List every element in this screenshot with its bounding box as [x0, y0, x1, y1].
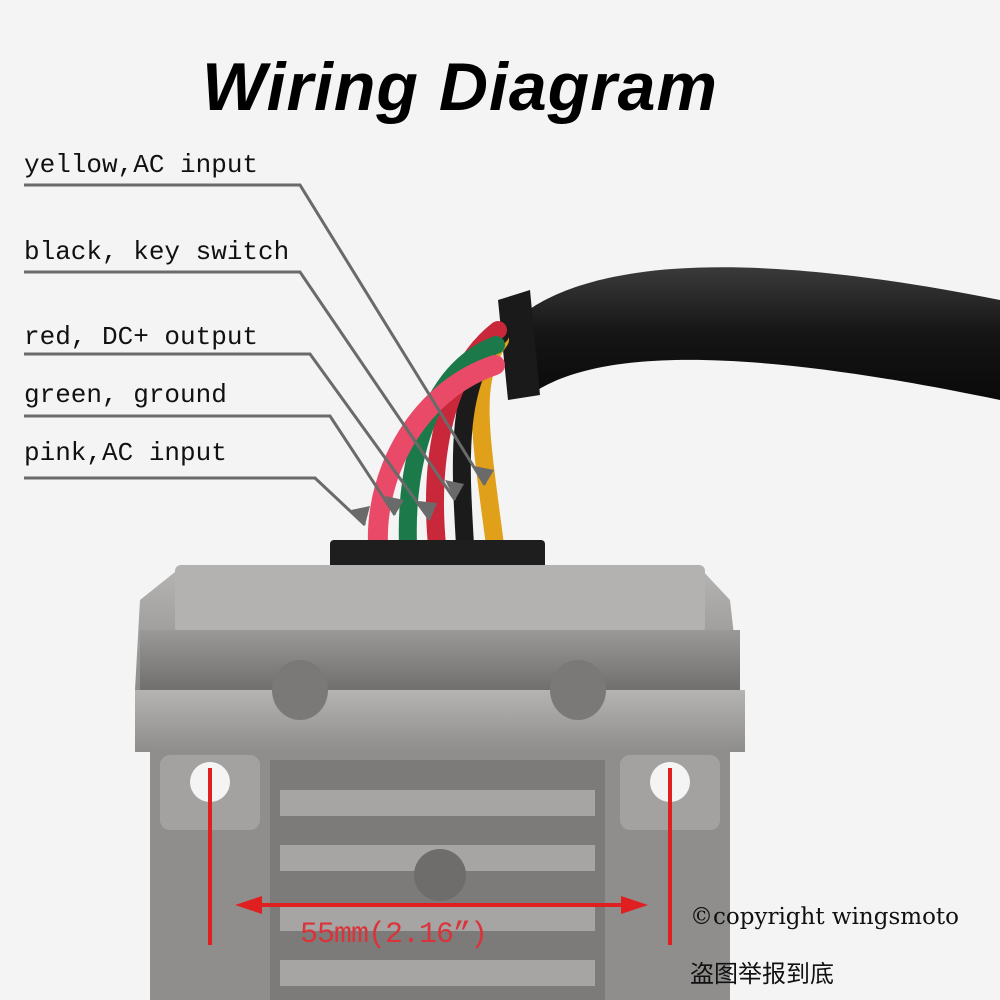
wire-pink — [367, 355, 505, 555]
leader-black — [24, 270, 457, 501]
dimension-label: 55mm(2.16”) — [300, 918, 488, 952]
copyright-text: ©copyright wingsmoto — [690, 904, 960, 930]
leader-red — [24, 352, 432, 521]
arrowhead — [418, 501, 437, 520]
dimension-markers — [208, 768, 672, 945]
cable-sheath — [505, 267, 1000, 400]
arrowhead — [474, 466, 494, 485]
rivet — [272, 660, 328, 720]
leader-pink — [24, 476, 367, 527]
wire-bundle — [367, 321, 509, 555]
diagram-title: Wiring Diagram — [202, 49, 718, 125]
leader-lines — [24, 183, 487, 527]
label-yellow-wire: yellow,AC input — [24, 150, 259, 180]
label-red-wire: red, DC+ output — [24, 322, 259, 352]
arrowhead — [445, 480, 464, 500]
leader-arrowheads — [351, 466, 494, 525]
leader-green — [24, 414, 397, 516]
label-black-wire: black, key switch — [24, 237, 290, 267]
arrowhead — [385, 496, 404, 515]
arrowhead-right — [621, 896, 648, 914]
rivet — [550, 660, 606, 720]
arrowhead — [351, 506, 370, 525]
label-pink-wire: pink,AC input — [24, 438, 227, 468]
rivet — [414, 849, 466, 901]
leader-yellow — [24, 183, 487, 486]
arrowhead-left — [235, 896, 262, 914]
label-green-wire: green, ground — [24, 380, 227, 410]
watermark-text: 盗图举报到底 — [690, 960, 834, 988]
